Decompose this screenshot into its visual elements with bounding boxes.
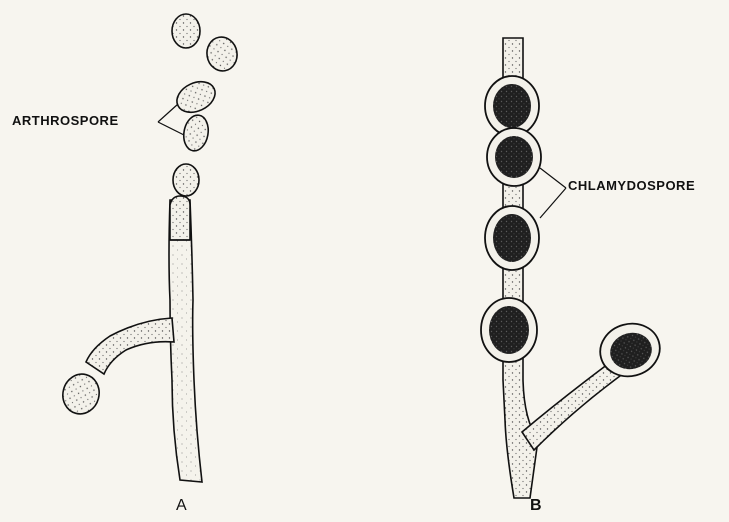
chlamydospore: [487, 128, 541, 186]
arthrospore: [204, 35, 239, 74]
hypha-terminal-segment: [170, 196, 190, 240]
arthrospore: [172, 14, 200, 48]
hypha-branch: [86, 318, 174, 374]
arthrospore-label: ARTHROSPORE: [12, 113, 119, 128]
arthrospore: [58, 370, 103, 418]
chlamydospore: [485, 206, 539, 270]
arthrospore: [181, 113, 211, 153]
panel-b-label: B: [530, 497, 542, 515]
chlamydospore-pointer: [540, 168, 566, 188]
panel-a-drawing: [58, 14, 239, 482]
arthrospore-pointer: [158, 122, 184, 135]
chlamydospore-label: CHLAMYDOSPORE: [568, 178, 695, 193]
hypha-branch: [522, 364, 620, 450]
arthrospore: [173, 164, 199, 196]
panel-b-drawing: [481, 38, 666, 498]
arthrospore-pointer: [158, 104, 178, 122]
chlamydospore: [481, 298, 537, 362]
chlamydospore: [485, 76, 539, 136]
chlamydospore-pointer: [540, 188, 566, 218]
arthrospore: [172, 76, 220, 118]
panel-a-label: A: [176, 497, 187, 515]
